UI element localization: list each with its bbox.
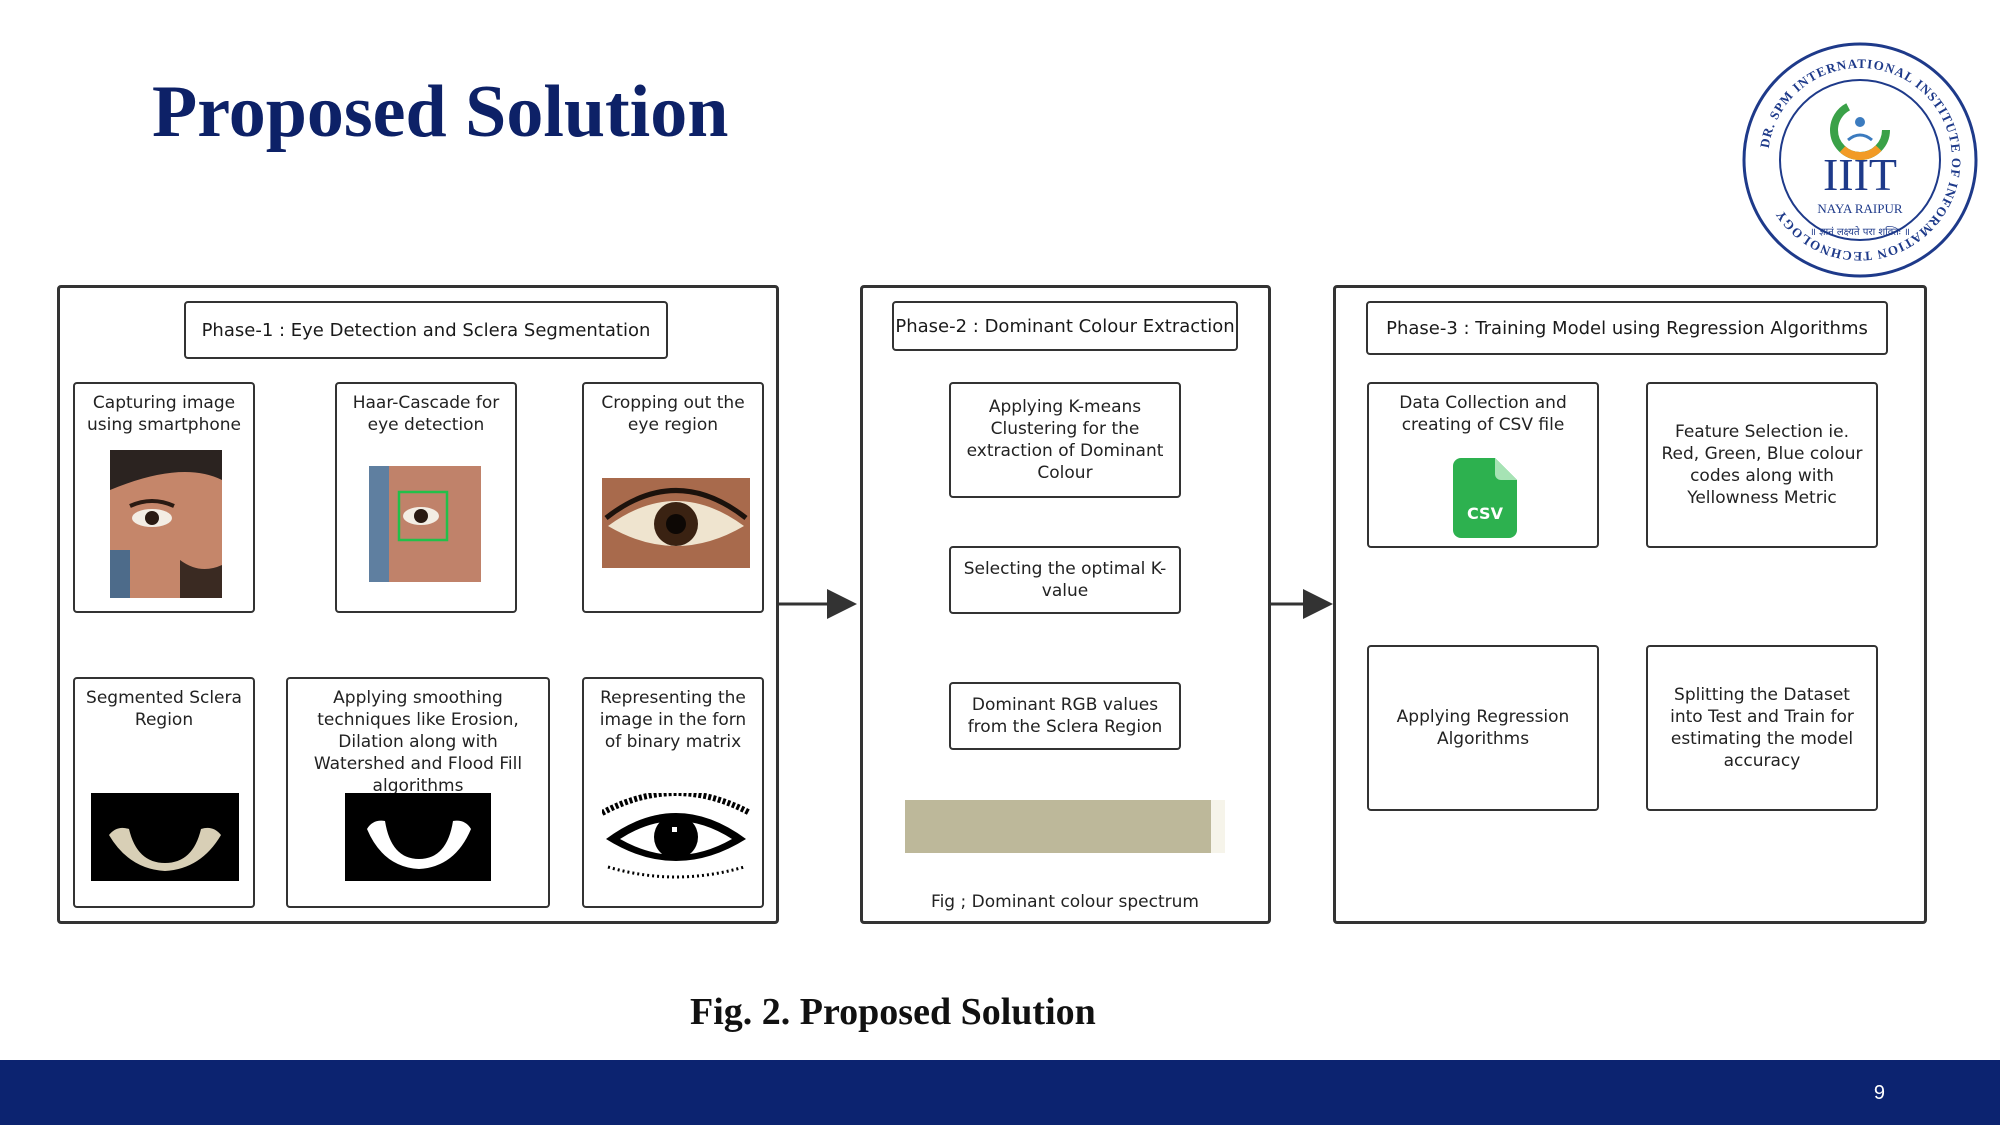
smoothing-box: Applying smoothing techniques like Erosi… [286, 677, 550, 908]
kvalue-label: Selecting the optimal K-value [963, 559, 1167, 601]
logo-name: IIIT [1823, 149, 1897, 200]
binary-eye-image-icon [602, 793, 750, 881]
regression-box: Applying Regression Algorithms [1367, 645, 1599, 811]
cropped-eye-photo-icon [602, 478, 750, 568]
svg-text:CSV: CSV [1467, 504, 1504, 523]
phase-3-panel [1333, 285, 1927, 924]
kmeans-label: Applying K-means Clustering for the extr… [966, 397, 1164, 483]
binary-sclera-mask-icon [345, 793, 491, 881]
eye-detection-photo-icon [369, 466, 481, 582]
logo-subtitle: NAYA RAIPUR [1817, 201, 1902, 216]
segmented-label: Segmented Sclera Region [86, 688, 242, 730]
segmented-sclera-image-icon [91, 793, 239, 881]
crop-label: Cropping out the eye region [601, 393, 745, 435]
split-dataset-box: Splitting the Dataset into Test and Trai… [1646, 645, 1878, 811]
logo-motto: ॥ ज्ञानं लक्ष्यते परा शक्तिः ॥ [1810, 226, 1910, 238]
figure-caption: Fig. 2. Proposed Solution [690, 991, 1096, 1033]
regression-label: Applying Regression Algorithms [1396, 707, 1570, 749]
footer-bar: 9 [0, 1060, 2000, 1125]
data-collection-label: Data Collection and creating of CSV file [1399, 393, 1567, 435]
kmeans-box: Applying K-means Clustering for the extr… [949, 382, 1181, 498]
slide-title: Proposed Solution [152, 71, 729, 153]
data-collection-box: Data Collection and creating of CSV file… [1367, 382, 1599, 548]
binary-matrix-box: Representing the image in the forn of bi… [582, 677, 764, 908]
phase-2-title: Phase-2 : Dominant Colour Extraction [892, 301, 1238, 351]
crop-eye-box: Cropping out the eye region [582, 382, 764, 613]
split-dataset-label: Splitting the Dataset into Test and Trai… [1670, 685, 1854, 771]
smoothing-label: Applying smoothing techniques like Erosi… [313, 688, 523, 796]
spectrum-caption: Fig ; Dominant colour spectrum [931, 892, 1199, 912]
capture-image-box: Capturing image using smartphone [73, 382, 255, 613]
page-number: 9 [1873, 1082, 1885, 1104]
segmented-sclera-box: Segmented Sclera Region [73, 677, 255, 908]
dominant-rgb-label: Dominant RGB values from the Sclera Regi… [967, 695, 1163, 737]
haar-cascade-box: Haar-Cascade for eye detection [335, 382, 517, 613]
capture-label: Capturing image using smartphone [86, 393, 241, 435]
iiit-logo: DR. SPM INTERNATIONAL INSTITUTE OF INFOR… [1742, 42, 1978, 278]
csv-file-icon: CSV [1453, 458, 1517, 538]
feature-selection-box: Feature Selection ie. Red, Green, Blue c… [1646, 382, 1878, 548]
feature-selection-label: Feature Selection ie. Red, Green, Blue c… [1661, 422, 1863, 508]
dominant-colour-swatch [905, 800, 1225, 853]
kvalue-box: Selecting the optimal K-value [949, 546, 1181, 614]
phase-1-title: Phase-1 : Eye Detection and Sclera Segme… [184, 301, 668, 359]
binary-label: Representing the image in the forn of bi… [599, 688, 747, 752]
face-photo-icon [110, 450, 222, 598]
dominant-rgb-box: Dominant RGB values from the Sclera Regi… [949, 682, 1181, 750]
phase-3-title: Phase-3 : Training Model using Regressio… [1366, 301, 1888, 355]
haar-label: Haar-Cascade for eye detection [352, 393, 500, 435]
